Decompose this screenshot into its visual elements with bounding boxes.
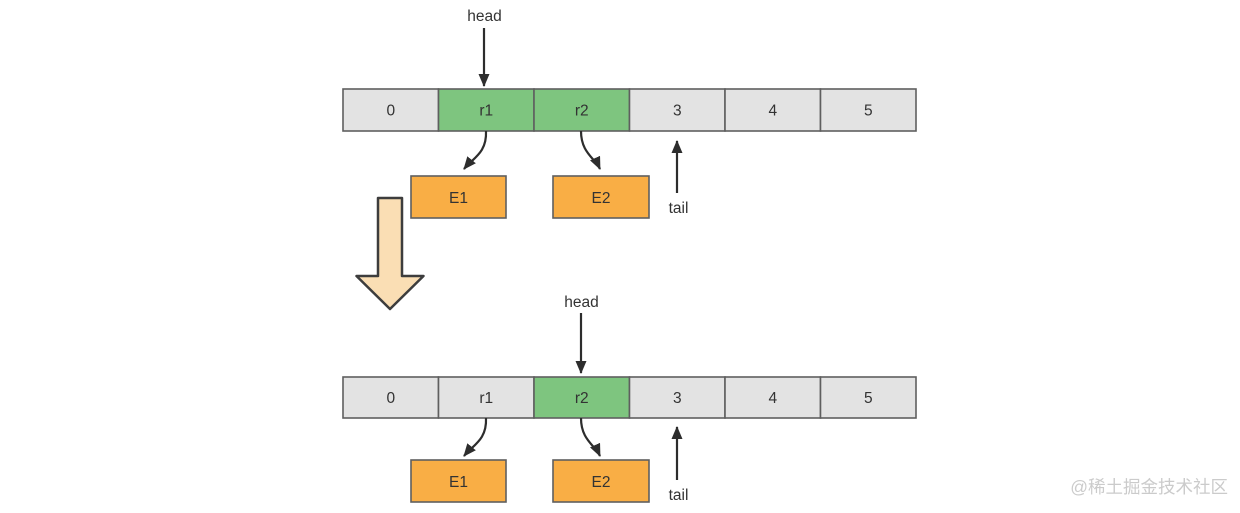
array-cell (819, 88, 917, 132)
array-cell-label: 0 (386, 390, 395, 407)
array-cell-label: r1 (479, 390, 493, 407)
state-before: head 0 r1 r2 3 4 5 E1 E2 (342, 8, 917, 219)
element-box-e1: E1 (410, 459, 507, 503)
element-label: E2 (592, 190, 611, 207)
array-after: 0 r1 r2 3 4 5 (342, 376, 917, 419)
transition-arrow (355, 196, 425, 311)
tail-label: tail (669, 487, 689, 504)
array-before: 0 r1 r2 3 4 5 (342, 88, 917, 132)
array-cell (819, 376, 917, 419)
array-cell-label: 5 (864, 390, 873, 407)
array-cell-label: r2 (575, 103, 589, 120)
element-label: E2 (592, 474, 611, 491)
head-label: head (467, 8, 501, 25)
element-label: E1 (449, 474, 468, 491)
head-label: head (564, 294, 598, 311)
array-cell-label: 4 (768, 390, 777, 407)
array-cell-label: 0 (386, 103, 395, 120)
array-cell (437, 88, 535, 132)
ref-arrow-r2-to-e2 (579, 417, 602, 457)
array-cell-label: 3 (673, 390, 682, 407)
element-box-e2: E2 (552, 175, 650, 219)
array-cell-label: 4 (768, 103, 777, 120)
ref-arrow-r1-to-e1 (463, 130, 488, 170)
element-rect (410, 175, 507, 219)
array-cell-label: 5 (864, 103, 873, 120)
element-rect (410, 459, 507, 503)
element-rect (552, 175, 650, 219)
array-cell-label: 3 (673, 103, 682, 120)
element-box-e1: E1 (410, 175, 507, 219)
watermark: @稀土掘金技术社区 (1070, 477, 1228, 497)
ref-arrow-r1-to-e1 (463, 417, 488, 457)
array-cell (342, 376, 440, 419)
tail-label: tail (669, 200, 689, 217)
element-rect (552, 459, 650, 503)
array-cell (533, 376, 631, 419)
element-box-e2: E2 (552, 459, 650, 503)
state-after: head 0 r1 r2 3 4 5 E1 E2 (342, 294, 917, 504)
array-cell-label: r1 (479, 103, 493, 120)
ref-arrow-r2-to-e2 (579, 130, 602, 170)
element-label: E1 (449, 190, 468, 207)
array-cell-label: r2 (575, 390, 589, 407)
array-cell (724, 376, 822, 419)
